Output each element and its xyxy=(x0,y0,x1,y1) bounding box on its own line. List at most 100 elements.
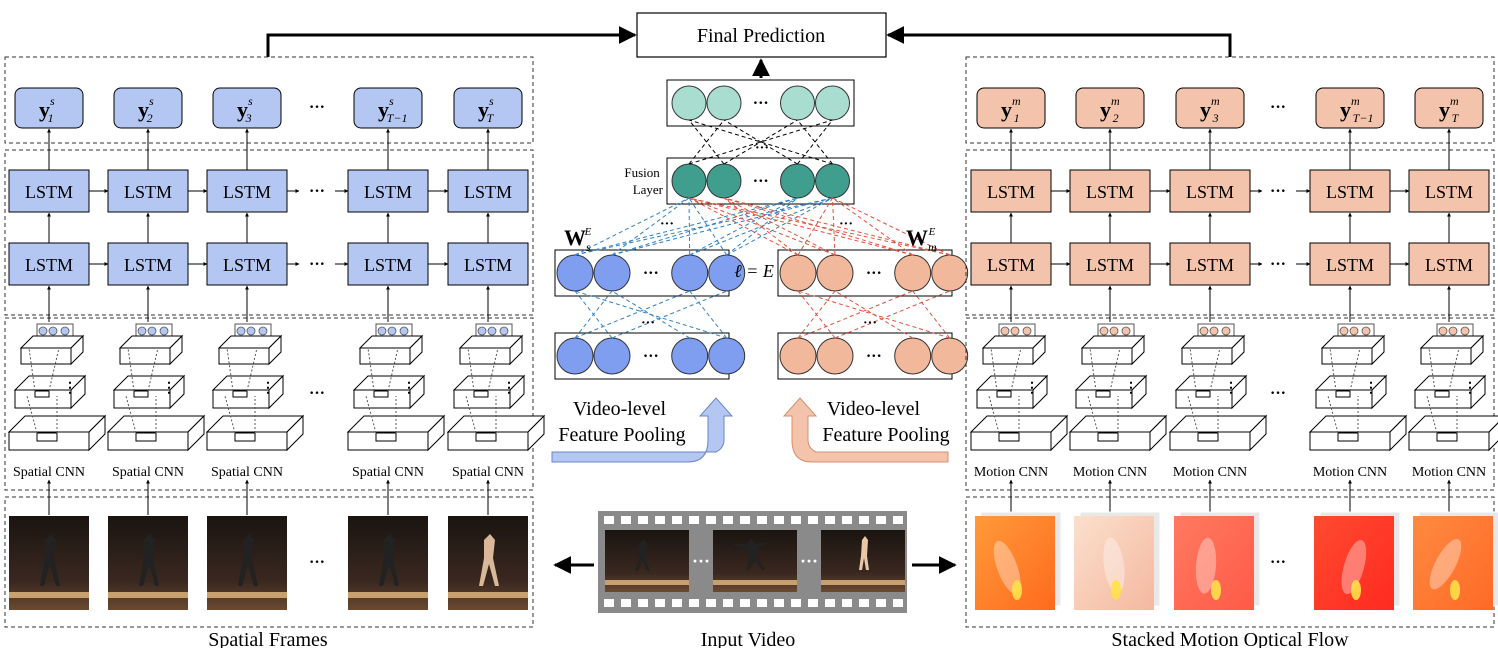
spatial-lstm-cell xyxy=(107,242,189,286)
spatial-cnn: ⋮ xyxy=(205,323,305,452)
spatial-cnn-feature-node xyxy=(246,326,256,336)
spatial-cnn-slab-front xyxy=(218,347,270,365)
balance-beam xyxy=(9,592,89,598)
sprocket-hole xyxy=(791,599,801,607)
spatial-pool-connection xyxy=(689,290,728,339)
spatial-cnn-feature-node xyxy=(48,326,58,336)
balance-beam xyxy=(207,592,287,598)
spatial-lstm-panel xyxy=(4,149,534,316)
motion-output-node xyxy=(1315,87,1385,129)
spatial-cnn-slab-side xyxy=(70,334,84,366)
motion-cnn-receptive-line xyxy=(1189,347,1197,392)
motion-lstm-label: LSTM xyxy=(1425,182,1473,202)
motion-lstm-label: LSTM xyxy=(987,182,1035,202)
motion-cnn-slab-front xyxy=(982,347,1034,365)
motion-cnn-slab-front xyxy=(1321,347,1373,365)
motion-pooled-node xyxy=(816,337,854,375)
spatial-cnn-feature-node xyxy=(499,326,509,336)
motion-pooled-node xyxy=(779,337,817,375)
motion-cnn-vdots: ⋮ xyxy=(1364,381,1378,396)
fusion-connection xyxy=(688,119,725,165)
motion-cnn-slab-front xyxy=(1420,347,1472,365)
motion-pooled-node xyxy=(931,337,969,375)
spatial-pooling-label: Video-level Feature Pooling xyxy=(558,398,685,446)
spatial-cnn-feature-node xyxy=(137,326,147,336)
motion-fusion-connection xyxy=(723,197,799,256)
filmstrip-ellipsis-2: ··· xyxy=(800,551,818,571)
spatial-pool-ellipsis: ··· xyxy=(641,316,655,331)
layer-equation: ℓ = E xyxy=(734,261,774,281)
spatial-output-ellipsis: ··· xyxy=(309,99,325,116)
motion-lstm-cell xyxy=(1069,169,1151,213)
motion-lstm-label: LSTM xyxy=(1425,255,1473,275)
spatial-lstm-label: LSTM xyxy=(464,255,512,275)
spatial-cnn-receptive-line xyxy=(127,347,135,392)
motion-cnn-vdots: ⋮ xyxy=(1124,381,1138,396)
spatial-cnn-receptive-line xyxy=(246,347,258,392)
sprocket-hole xyxy=(774,599,784,607)
spatial-cnn-receptive-line xyxy=(387,347,399,392)
motion-cnn-slab-side xyxy=(1470,374,1486,410)
sprocket-hole xyxy=(859,516,869,524)
motion-cnn-feature-node xyxy=(1109,326,1119,336)
spatial-embedding-node xyxy=(593,254,631,292)
spatial-output-node xyxy=(353,87,423,129)
motion-cnn-feature-node xyxy=(1199,326,1209,336)
spatial-cnn: ⋮ xyxy=(346,323,446,452)
spatial-cnn-slab-side xyxy=(409,334,423,366)
spatial-lstm-label: LSTM xyxy=(364,255,412,275)
motion-cnn-feature-node xyxy=(1361,326,1371,336)
motion-output-node xyxy=(976,87,1046,129)
spatial-fusion-connection xyxy=(689,197,833,256)
final-prediction-box: Final Prediction xyxy=(636,12,887,58)
spatial-cnn-receptive-line xyxy=(48,347,60,392)
flow-motion-blob xyxy=(1195,537,1217,594)
spatial-cnn-vdots: ⋮ xyxy=(162,381,176,396)
spatial-cnn-kernel xyxy=(234,432,256,442)
motion-cnn: ⋮ xyxy=(1407,323,1498,452)
output-layer-ellipsis: ··· xyxy=(753,95,769,112)
spatial-cnn-kernel xyxy=(473,390,489,398)
fusion-layer-node xyxy=(815,163,850,199)
sprocket-hole xyxy=(842,599,852,607)
sprocket-hole xyxy=(876,516,886,524)
flow-motion-blob xyxy=(993,540,1021,594)
spatial-cnn-slab-side xyxy=(169,334,183,366)
spatial-cnn-kernel xyxy=(232,390,248,398)
spatial-cnn-receptive-line xyxy=(467,347,475,392)
spatial-cnn-slab-side xyxy=(509,334,523,366)
sprocket-hole xyxy=(893,599,903,607)
sprocket-hole xyxy=(706,516,716,524)
spatial-cnn-feature-node xyxy=(147,326,157,336)
spatial-lstm-label: LSTM xyxy=(223,182,271,202)
motion-cnn-feature-node xyxy=(1349,326,1359,336)
motion-fusion-connection xyxy=(797,197,833,256)
spatial-cnn-feature-node xyxy=(159,326,169,336)
motion-fusion-connection xyxy=(723,197,950,256)
motion-output-ellipsis: ··· xyxy=(1270,99,1286,116)
sprocket-hole xyxy=(842,516,852,524)
motion-embedding-ellipsis: ··· xyxy=(866,265,882,282)
motion-cnn-receptive-line xyxy=(1089,347,1097,392)
spatial-cnn-slab-side xyxy=(88,414,106,452)
spatial-cnn-kernel xyxy=(34,390,50,398)
motion-cnn: ⋮ xyxy=(1068,323,1168,452)
gymnast-figure xyxy=(379,534,399,586)
spatial-fusion-connection xyxy=(574,197,690,256)
spatial-cnn-vdots: ⋮ xyxy=(261,381,275,396)
motion-fusion-connection xyxy=(688,197,950,256)
spatial-pool-connection xyxy=(574,290,613,339)
spatial-fusion-connection xyxy=(688,197,728,256)
motion-frame xyxy=(1314,511,1401,610)
motion-lstm-label: LSTM xyxy=(987,255,1035,275)
sprocket-hole xyxy=(825,599,835,607)
balance-beam xyxy=(348,592,428,598)
spatial-cnn-receptive-line xyxy=(367,347,375,392)
spatial-cnn-label: Spatial CNN xyxy=(112,465,184,480)
spatial-lstm-cell xyxy=(447,169,529,213)
spatial-cnn-kernel xyxy=(375,432,397,442)
